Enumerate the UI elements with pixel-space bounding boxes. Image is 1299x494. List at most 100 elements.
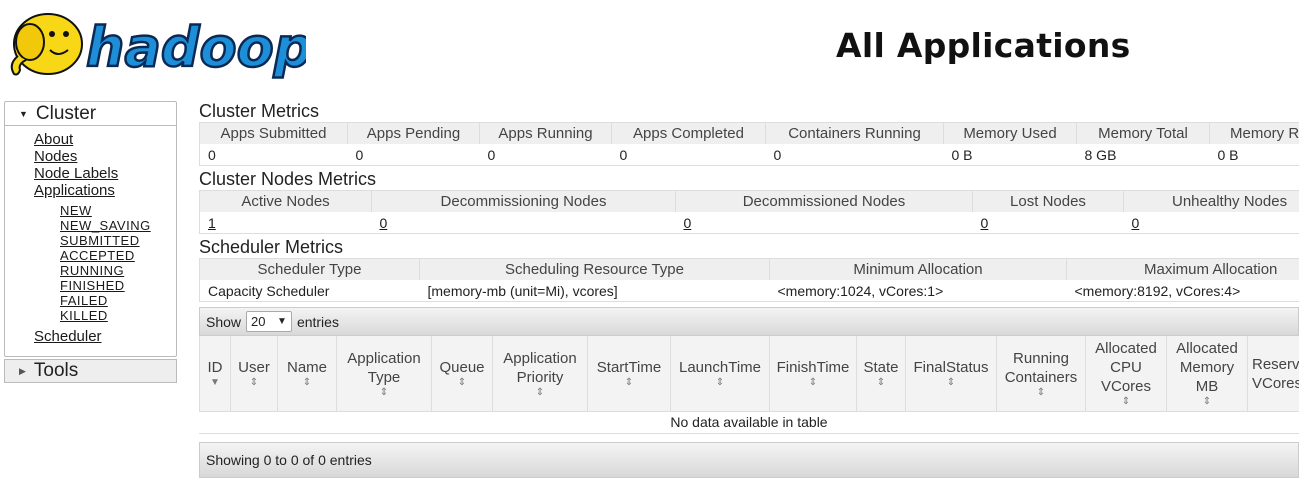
metric-value: 0 (199, 144, 348, 166)
tools-header[interactable]: ▶ Tools (4, 359, 177, 383)
metric-value: 8 GB (1076, 144, 1210, 166)
decommissioning-nodes-link[interactable]: 0 (379, 214, 388, 231)
metric-value: 0 (765, 144, 944, 166)
col-header-state[interactable]: State⇕ (856, 336, 906, 412)
nav-link-nodes[interactable]: Nodes (34, 148, 78, 165)
entries-info: Showing 0 to 0 of 0 entries (206, 452, 372, 468)
scheduler-metrics-table: Scheduler Type Scheduling Resource Type … (199, 258, 1299, 302)
nav-link-node-labels[interactable]: Node Labels (34, 165, 119, 182)
sort-icon: ⇕ (457, 377, 467, 388)
cluster-metrics-table: Apps Submitted Apps Pending Apps Running… (199, 122, 1299, 166)
col-header: Active Nodes (199, 190, 372, 212)
metric-value: 0 (611, 144, 766, 166)
hadoop-logo: hadoop (10, 13, 306, 80)
show-label: Show (206, 313, 242, 330)
empty-table-message: No data available in table (199, 412, 1299, 434)
metric-value: 0 B (1209, 144, 1299, 166)
applications-table: ID▼ User⇕ Name⇕ Application Type⇕ Queue⇕… (199, 336, 1299, 412)
entries-toolbar: Show 20 ▼ entries (199, 307, 1299, 336)
nav-link-about[interactable]: About (34, 131, 74, 148)
col-header-application-type[interactable]: Application Type⇕ (336, 336, 432, 412)
col-header: Maximum Allocation (1066, 258, 1299, 280)
col-header-application-priority[interactable]: Application Priority⇕ (492, 336, 588, 412)
cluster-metrics-title: Cluster Metrics (199, 101, 320, 121)
lost-nodes-link[interactable]: 0 (980, 214, 989, 231)
col-header: Decommissioning Nodes (371, 190, 676, 212)
tools-label: Tools (33, 360, 79, 381)
sort-icon: ⇕ (379, 386, 389, 398)
cluster-section: ▼ Cluster About Nodes Node Labels Applic… (4, 101, 177, 357)
metric-value: 0 (479, 144, 612, 166)
node-metrics-table: Active Nodes Decommissioning Nodes Decom… (199, 190, 1299, 234)
col-header-running-containers[interactable]: Running Containers⇕ (996, 336, 1086, 412)
sort-icon: ⇕ (715, 377, 725, 388)
state-link-new-saving[interactable]: NEW_SAVING (60, 218, 151, 233)
cluster-label: Cluster (35, 102, 97, 124)
col-header: Memory Used (943, 122, 1077, 144)
sort-icon: ⇕ (535, 386, 545, 398)
decommissioned-nodes-link[interactable]: 0 (683, 214, 692, 231)
col-header: Apps Pending (347, 122, 480, 144)
col-header-starttime[interactable]: StartTime⇕ (587, 336, 671, 412)
col-header-finishtime[interactable]: FinishTime⇕ (769, 336, 857, 412)
nav-link-applications[interactable]: Applications (34, 182, 115, 199)
col-header-reserved-cpu[interactable]: Reserved CPU VCores (1247, 336, 1299, 412)
col-header-launchtime[interactable]: LaunchTime⇕ (670, 336, 770, 412)
sort-icon: ⇕ (946, 377, 956, 388)
sort-desc-icon: ▼ (210, 377, 220, 388)
unhealthy-nodes-link[interactable]: 0 (1131, 214, 1140, 231)
scheduler-type-value: Capacity Scheduler (199, 280, 420, 302)
main-content: Cluster Metrics Apps Submitted Apps Pend… (199, 100, 1299, 478)
entries-select[interactable]: 20 ▼ (246, 311, 292, 332)
nav-link-scheduler[interactable]: Scheduler (34, 328, 102, 345)
sort-icon: ⇕ (624, 377, 634, 388)
sort-icon: ⇕ (1036, 386, 1046, 398)
col-header-name[interactable]: Name⇕ (277, 336, 337, 412)
col-header-user[interactable]: User⇕ (230, 336, 278, 412)
sidebar: ▼ Cluster About Nodes Node Labels Applic… (4, 101, 177, 383)
col-header: Scheduler Type (199, 258, 420, 280)
state-link-running[interactable]: RUNNING (60, 263, 125, 278)
metric-value: 0 (347, 144, 480, 166)
min-allocation-value: <memory:1024, vCores:1> (769, 280, 1067, 302)
sort-icon: ⇕ (302, 377, 312, 388)
sort-icon: ⇕ (808, 377, 818, 388)
collapsed-triangle-icon: ▶ (19, 365, 26, 376)
sort-icon: ⇕ (249, 377, 259, 388)
state-link-killed[interactable]: KILLED (60, 308, 108, 323)
col-header: Unhealthy Nodes (1123, 190, 1299, 212)
scheduler-metrics-title: Scheduler Metrics (199, 237, 344, 257)
col-header: Apps Completed (611, 122, 766, 144)
col-header: Memory R (1209, 122, 1299, 144)
logo-text: hadoop (86, 16, 306, 79)
table-footer: Showing 0 to 0 of 0 entries (199, 442, 1299, 478)
col-header: Containers Running (765, 122, 944, 144)
expanded-triangle-icon: ▼ (19, 108, 28, 119)
col-header-id[interactable]: ID▼ (199, 336, 231, 412)
state-link-finished[interactable]: FINISHED (60, 278, 125, 293)
col-header: Scheduling Resource Type (419, 258, 770, 280)
entries-label: entries (296, 313, 339, 330)
metric-value: 0 B (943, 144, 1077, 166)
col-header: Apps Submitted (199, 122, 348, 144)
resource-type-value: [memory-mb (unit=Mi), vcores] (419, 280, 770, 302)
col-header-allocated-cpu[interactable]: Allocated CPU VCores⇕ (1085, 336, 1167, 412)
col-header: Apps Running (479, 122, 612, 144)
sort-icon: ⇕ (1121, 396, 1131, 407)
col-header-finalstatus[interactable]: FinalStatus⇕ (905, 336, 997, 412)
cluster-header[interactable]: ▼ Cluster (5, 102, 176, 126)
dropdown-arrow-icon: ▼ (277, 316, 287, 327)
active-nodes-link[interactable]: 1 (208, 214, 216, 231)
col-header-allocated-memory[interactable]: Allocated Memory MB⇕ (1166, 336, 1248, 412)
col-header: Memory Total (1076, 122, 1210, 144)
entries-value: 20 (251, 314, 266, 329)
col-header: Minimum Allocation (769, 258, 1067, 280)
node-metrics-title: Cluster Nodes Metrics (199, 169, 377, 189)
col-header-queue[interactable]: Queue⇕ (431, 336, 493, 412)
app-state-list: NEW NEW_SAVING SUBMITTED ACCEPTED RUNNIN… (34, 203, 176, 323)
state-link-new[interactable]: NEW (60, 203, 92, 218)
state-link-failed[interactable]: FAILED (60, 293, 108, 308)
state-link-submitted[interactable]: SUBMITTED (60, 233, 140, 248)
state-link-accepted[interactable]: ACCEPTED (60, 248, 135, 263)
sort-icon: ⇕ (876, 377, 886, 388)
